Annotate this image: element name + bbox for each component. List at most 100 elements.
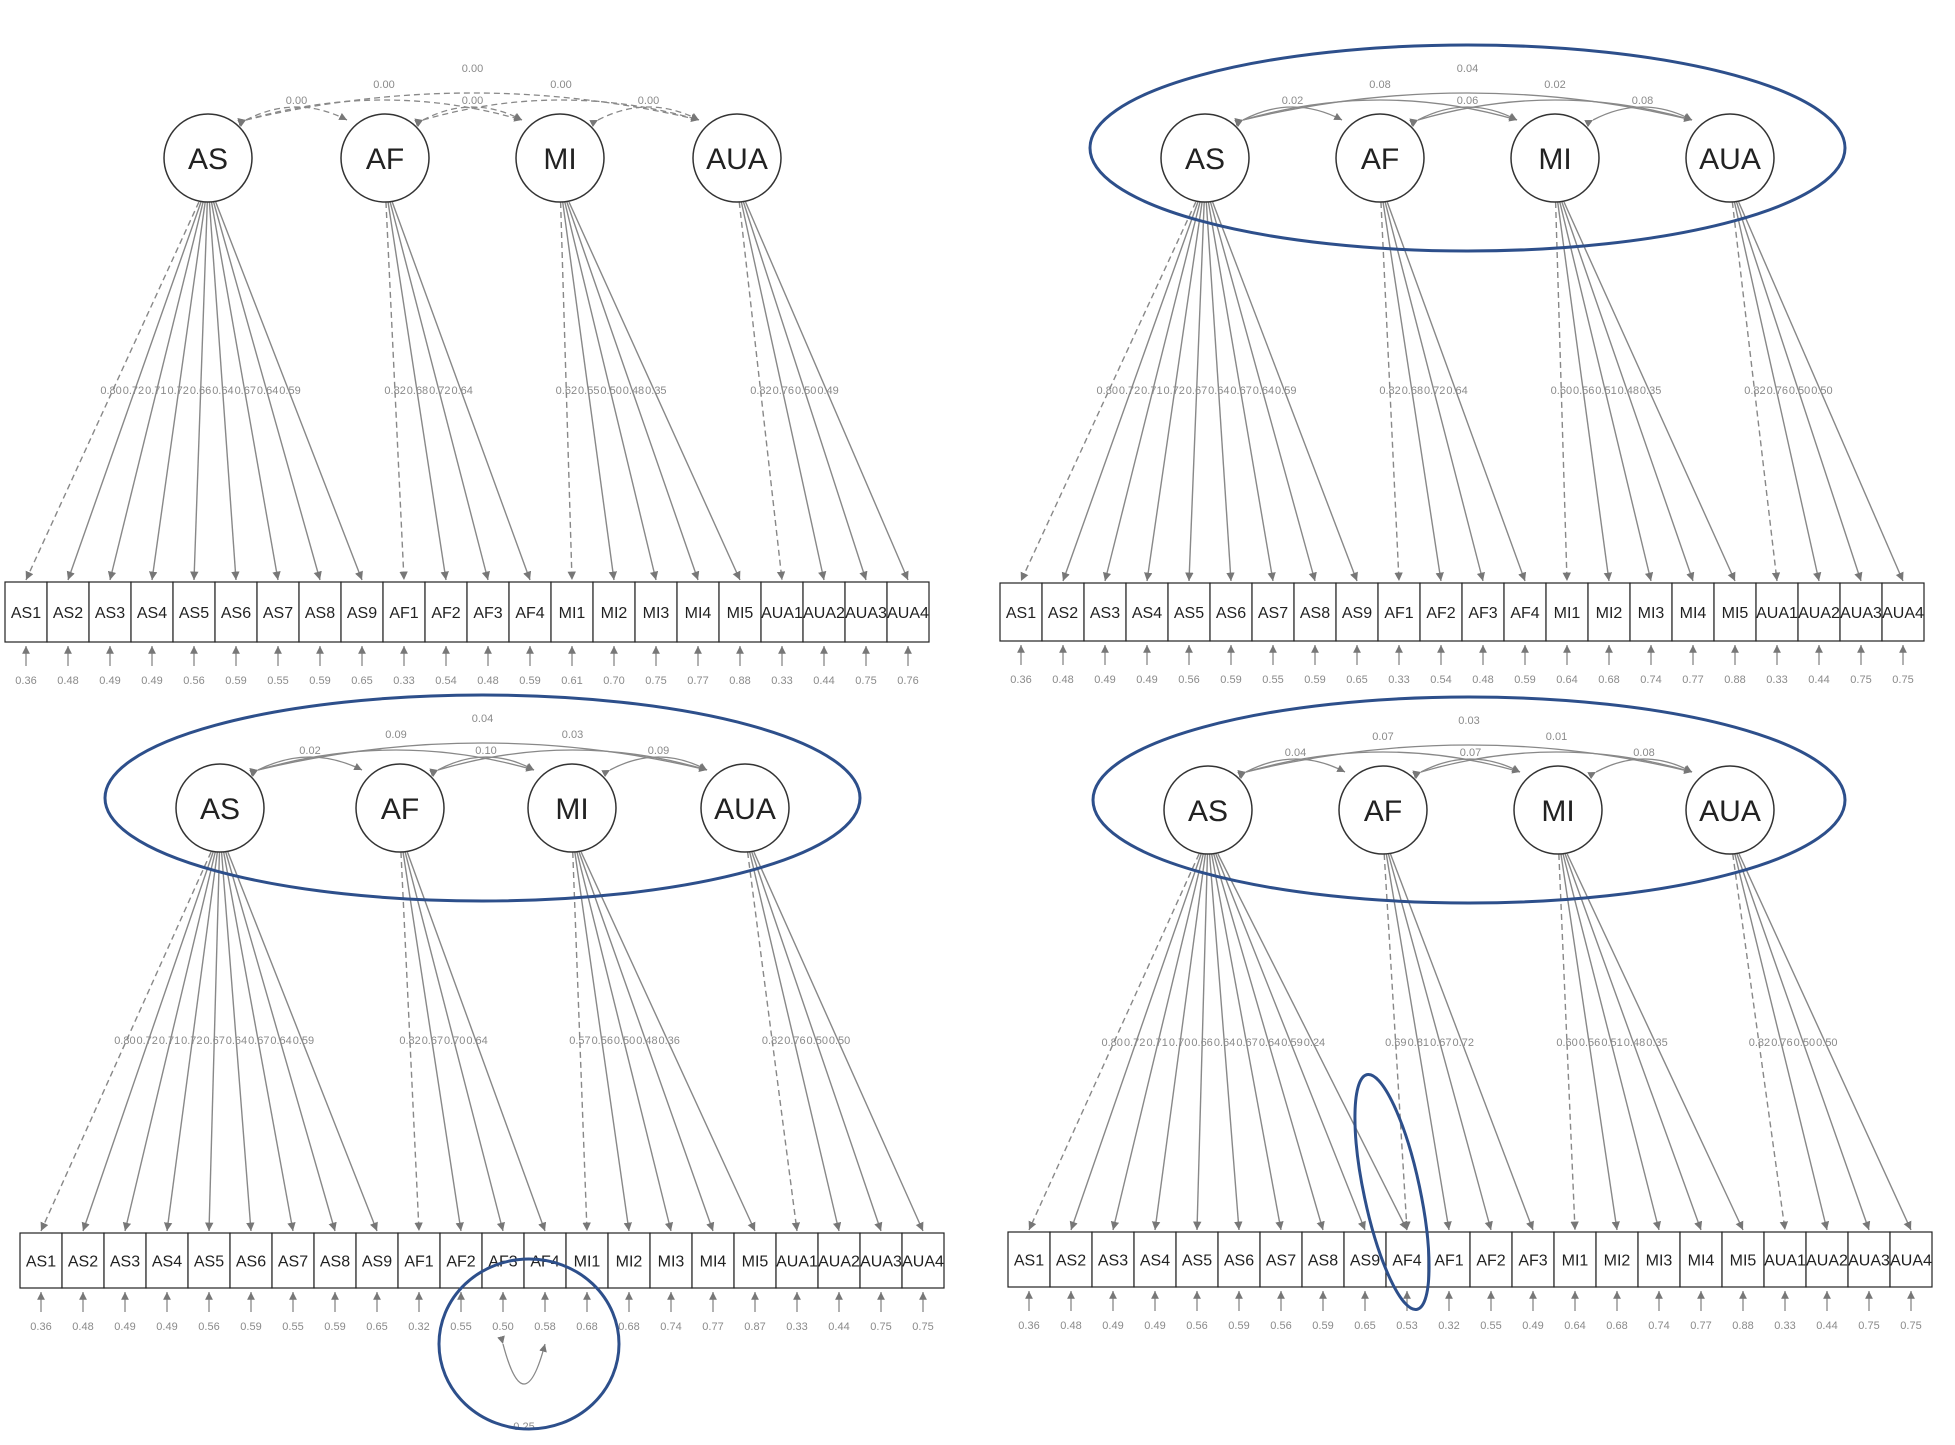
indicator-label-AF1: AF1 [1434,1253,1463,1270]
loading-path-AF-AF2 [402,851,464,1232]
residual-label-AS3: 0.49 [1102,1320,1123,1332]
latent-node-AS [175,763,265,853]
residual-label-AS9: 0.65 [1354,1320,1375,1332]
latent-node-MI [515,113,605,203]
loading-label-AS-AS4: 0.72 [167,385,188,397]
residual-label-MI5: 0.88 [1724,674,1745,686]
loading-label-AS-AS9: 0.59 [1275,385,1296,397]
indicator-box-AS7 [1251,582,1295,642]
residual-label-AF4: 0.53 [1396,1320,1417,1332]
loading-label-MI-MI4: 0.48 [623,385,644,397]
residual-label-AS1: 0.36 [1010,674,1031,686]
indicator-label-MI2: MI2 [601,605,628,622]
residual-label-MI4: 0.77 [687,675,708,687]
latent-node-MI [1510,113,1600,203]
latent-label-AUA: AUA [1699,143,1761,176]
indicator-label-MI3: MI3 [643,605,670,622]
indicator-box-MI4 [1671,582,1715,642]
indicator-box-AS8 [313,1232,357,1289]
indicator-label-AS6: AS6 [1216,605,1246,622]
indicator-box-AS5 [1167,582,1211,642]
loading-label-AS-AS9: 0.59 [279,385,300,397]
indicator-label-AUA3: AUA3 [1848,1253,1890,1270]
latent-node-MI [1513,765,1603,855]
residual-label-AS3: 0.49 [99,675,120,687]
indicator-box-AS2 [46,581,90,643]
latent-label-AS: AS [188,143,228,176]
residual-label-AS2: 0.48 [72,1321,93,1333]
loading-label-AS-AS7: 0.67 [1236,1037,1257,1049]
indicator-label-AF2: AF2 [431,605,460,622]
residual-label-AS7: 0.56 [1270,1320,1291,1332]
residual-label-AS3: 0.49 [1094,674,1115,686]
latent-label-AS: AS [1185,143,1225,176]
residual-label-AUA3: 0.75 [870,1321,891,1333]
loading-label-AF-AF1: 0.82 [1379,385,1400,397]
loading-label-AS-AS2: 0.72 [137,1035,158,1047]
loading-label-AS-AS2: 0.72 [123,385,144,397]
covariance-label-AS-MI: 0.09 [385,729,406,741]
indicator-box-AS9 [340,581,384,643]
covariance-arc-AF-MI [1412,758,1521,780]
loading-path-AS-AS9 [1211,201,1358,582]
latent-label-MI: MI [555,793,588,826]
indicator-box-AS4 [1125,582,1169,642]
loading-path-MI-MI4 [566,201,700,581]
indicator-box-AUA2 [817,1232,861,1289]
loading-path-AS-AS2 [1061,201,1199,582]
loading-path-AS-AS7 [210,201,281,581]
indicator-label-AF1: AF1 [389,605,418,622]
loading-label-MI-MI4: 0.48 [1624,1037,1645,1049]
indicator-label-AUA1: AUA1 [1764,1253,1806,1270]
loading-path-AUA-AUA2 [740,201,827,581]
indicator-box-MI3 [649,1232,693,1289]
loading-path-AUA-AUA2 [1734,853,1830,1231]
residual-label-AUA2: 0.44 [1816,1320,1837,1332]
loading-label-MI-MI4: 0.48 [636,1035,657,1047]
loading-path-AS-AS9 [215,201,363,581]
indicator-box-AUA4 [1889,1231,1933,1288]
highlight-ellipse-latents [1091,695,1847,905]
loading-label-MI-MI2: 0.56 [1573,385,1594,397]
loading-path-AUA-AUA4 [744,201,909,581]
residual-label-AF4: 0.59 [1514,674,1535,686]
residual-label-MI1: 0.68 [576,1321,597,1333]
residual-label-AS4: 0.49 [141,675,162,687]
indicator-label-AS8: AS8 [320,1254,350,1271]
indicator-box-AF1 [382,581,426,643]
indicator-box-MI3 [1629,582,1673,642]
residual-label-AF3: 0.49 [1522,1320,1543,1332]
residual-label-MI3: 0.74 [1648,1320,1669,1332]
latent-label-AF: AF [1364,795,1402,828]
loading-label-AF-AF2: 0.67 [422,1035,443,1047]
residual-label-AUA3: 0.75 [1850,674,1871,686]
loading-label-AS-AS7: 0.67 [235,385,256,397]
indicator-label-AS9: AS9 [347,605,377,622]
indicator-label-AF1: AF1 [1384,605,1413,622]
residual-label-AS2: 0.48 [57,675,78,687]
residual-label-AF3: 0.50 [492,1321,513,1333]
indicator-box-AF1 [1427,1231,1471,1288]
residual-label-AF1: 0.32 [408,1321,429,1333]
loading-label-AUA-AUA1: 0.82 [750,385,771,397]
loading-path-MI-MI4 [578,851,715,1232]
indicator-label-AUA1: AUA1 [776,1254,818,1271]
indicator-label-AF3: AF3 [1468,605,1497,622]
latent-label-AUA: AUA [714,793,776,826]
indicator-label-MI3: MI3 [1646,1253,1673,1270]
indicator-box-AUA3 [844,581,888,643]
loading-label-MI-MI4: 0.48 [1618,385,1639,397]
covariance-label-AS-AUA: 0.00 [462,63,483,75]
loading-path-AS-AS9 [227,851,378,1232]
loading-label-AF-AF2: 0.67 [1430,1037,1451,1049]
covariance-arc-AS-AUA [237,92,700,126]
indicator-box-AUA1 [1763,1231,1807,1288]
loading-path-MI-MI1 [1554,201,1571,582]
indicator-box-AF3 [1461,582,1505,642]
loading-label-AF-AF3: 0.70 [444,1035,465,1047]
indicator-label-AUA4: AUA4 [887,605,929,622]
residual-label-AUA1: 0.33 [1766,674,1787,686]
highlight-ellipse-residual [437,1257,621,1431]
residual-label-AS8: 0.59 [309,675,330,687]
